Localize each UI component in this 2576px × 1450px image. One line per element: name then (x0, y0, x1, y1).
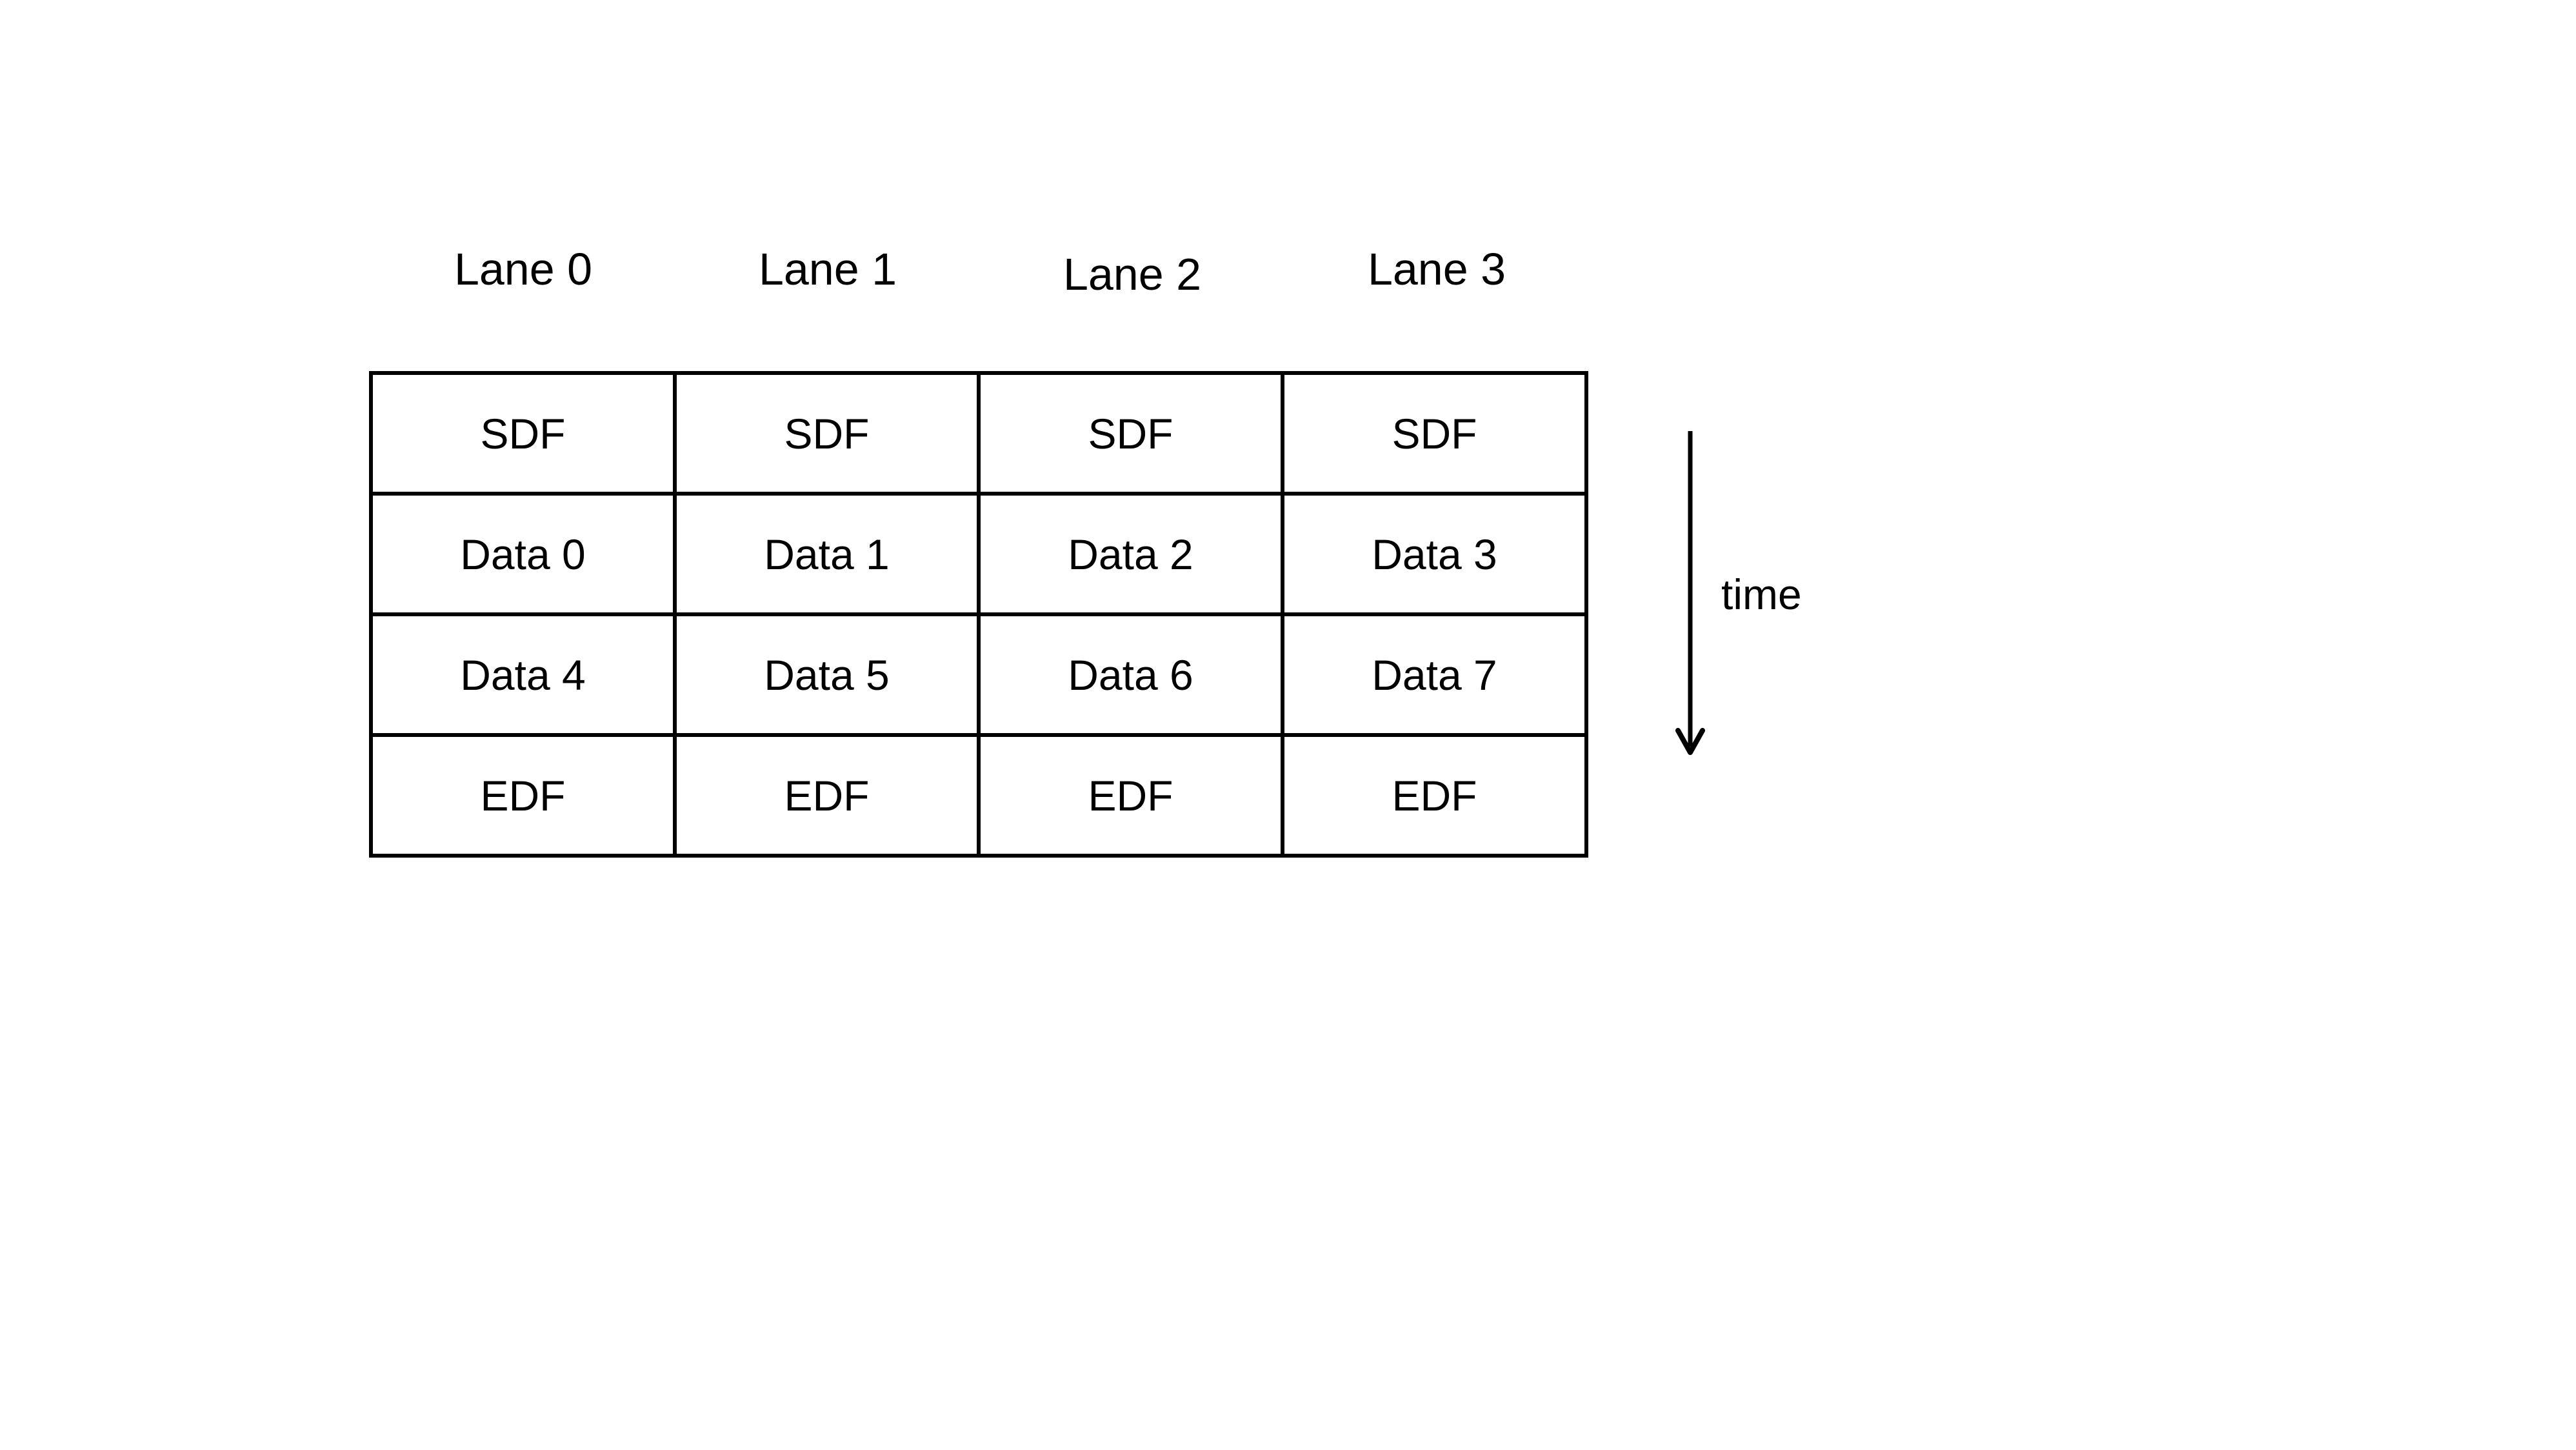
table-row-data-0-3: Data 0 Data 1 Data 2 Data 3 (369, 492, 1588, 616)
lane-label-3: Lane 3 (1367, 244, 1506, 294)
cell-edf-lane-2: EDF (977, 733, 1284, 858)
frame-structure-table: SDF SDF SDF SDF Data 0 Data 1 Data 2 Dat… (369, 371, 1588, 858)
cell-edf-lane-3: EDF (1281, 733, 1588, 858)
table-row-data-4-7: Data 4 Data 5 Data 6 Data 7 (369, 612, 1588, 737)
cell-data-2: Data 2 (977, 492, 1284, 616)
cell-data-0: Data 0 (369, 492, 677, 616)
cell-data-1: Data 1 (673, 492, 981, 616)
cell-sdf-lane-0: SDF (369, 371, 677, 496)
cell-data-3: Data 3 (1281, 492, 1588, 616)
lane-label-0: Lane 0 (454, 244, 593, 294)
cell-sdf-lane-1: SDF (673, 371, 981, 496)
cell-edf-lane-1: EDF (673, 733, 981, 858)
cell-sdf-lane-2: SDF (977, 371, 1284, 496)
cell-data-6: Data 6 (977, 612, 1284, 737)
table-row-sdf: SDF SDF SDF SDF (369, 371, 1588, 496)
time-arrow-down-icon (1675, 431, 1705, 755)
cell-data-7: Data 7 (1281, 612, 1588, 737)
lane-label-1: Lane 1 (758, 244, 897, 294)
cell-sdf-lane-3: SDF (1281, 371, 1588, 496)
table-row-edf: EDF EDF EDF EDF (369, 733, 1588, 858)
time-axis-label: time (1721, 570, 1802, 618)
cell-data-4: Data 4 (369, 612, 677, 737)
cell-data-5: Data 5 (673, 612, 981, 737)
lane-label-2: Lane 2 (1063, 249, 1202, 299)
cell-edf-lane-0: EDF (369, 733, 677, 858)
